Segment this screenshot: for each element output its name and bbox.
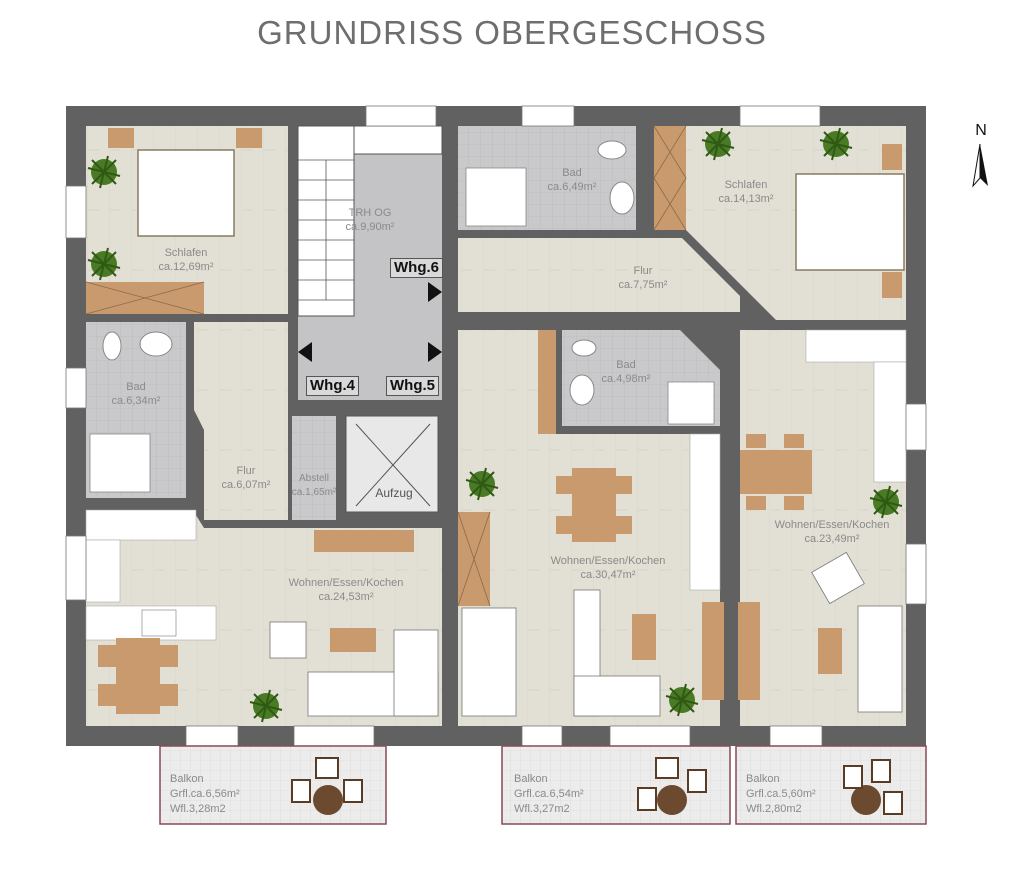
- label-whg4-balkon: Balkon Grfl.ca.6,56m² Wfl.3,28m2: [170, 773, 240, 815]
- arrow-whg5-icon: [428, 342, 442, 362]
- label-whg6-balkon: Balkon Grfl.ca.5,60m² Wfl.2,80m2: [746, 773, 816, 815]
- room-abstell: [292, 416, 336, 520]
- label-whg6-wohnen: Wohnen/Essen/Kochen ca.23,49m²: [774, 519, 890, 545]
- north-arrow-icon: [972, 143, 988, 188]
- label-whg6-bad: Bad ca.6,49m²: [547, 167, 597, 193]
- label-whg5-balkon: Balkon Grfl.ca.6,54m² Wfl.3,27m2: [514, 773, 584, 815]
- label-trh: TRH OG ca.9,90m²: [345, 207, 395, 233]
- room-whg4-flur: [194, 322, 288, 520]
- label-whg4-flur: Flur ca.6,07m²: [221, 465, 271, 491]
- plan-title: GRUNDRISS OBERGESCHOSS: [257, 14, 767, 51]
- label-abstell: Abstell ca.1,65m²: [291, 473, 337, 498]
- label-whg5-wohnen: Wohnen/Essen/Kochen ca.30,47m²: [550, 555, 666, 581]
- label-aufzug: Aufzug: [375, 486, 413, 500]
- label-whg4-wohnen: Wohnen/Essen/Kochen ca.24,53m²: [288, 577, 404, 603]
- label-whg4-bad: Bad ca.6,34m²: [111, 381, 161, 407]
- marker-whg4: Whg.4: [306, 376, 359, 396]
- label-whg5-bad: Bad ca.4,98m²: [601, 359, 651, 385]
- north-arrow: N: [966, 122, 996, 195]
- label-whg6-flur: Flur ca.7,75m²: [618, 265, 668, 291]
- label-whg6-schlafen: Schlafen ca.14,13m²: [718, 179, 774, 205]
- marker-whg5: Whg.5: [386, 376, 439, 396]
- arrow-whg6-icon: [428, 282, 442, 302]
- north-label: N: [975, 122, 987, 139]
- label-whg4-schlafen: Schlafen ca.12,69m²: [158, 247, 214, 273]
- arrow-whg4-icon: [298, 342, 312, 362]
- marker-whg6: Whg.6: [390, 258, 443, 278]
- room-whg6-flur: [458, 238, 740, 312]
